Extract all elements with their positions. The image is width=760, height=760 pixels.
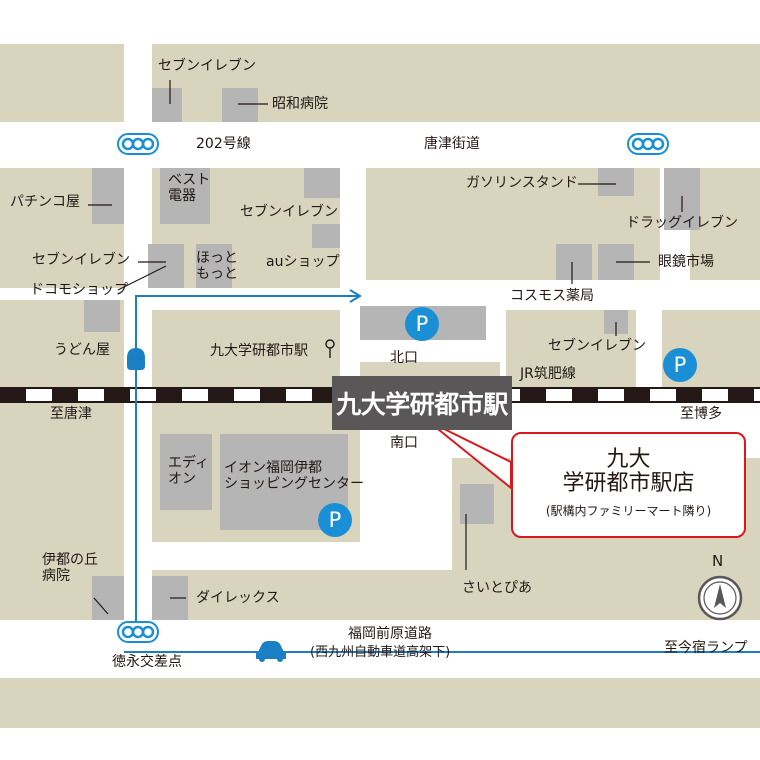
landmark-showa-hospital: 昭和病院: [272, 96, 328, 112]
landmark-udon: うどん屋: [54, 342, 110, 358]
landmark-hotto-motto: ほっと もっと: [196, 250, 238, 282]
best-denki-line1: ベスト: [168, 172, 211, 188]
south-exit-label: 南口: [390, 435, 418, 451]
best-denki-line2: 電器: [168, 188, 196, 205]
parking-icon: P: [318, 503, 352, 537]
road-label-fukuoka-maebaru: 福岡前原道路: [348, 626, 432, 642]
building-hotto-motto: [196, 244, 232, 288]
building-saitopia: [460, 484, 494, 524]
parking-icon: P: [663, 348, 697, 382]
landmark-seven-eleven-left: セブンイレブン: [32, 252, 130, 268]
landmark-seven-eleven-center: セブンイレブン: [240, 204, 338, 220]
landmark-au-shop: auショップ: [266, 254, 340, 270]
building-udon: [84, 300, 120, 332]
compass-icon: [697, 575, 743, 621]
city-block: [0, 44, 124, 122]
landmark-seven-eleven-top: セブンイレブン: [158, 58, 256, 74]
building-gas-station: [598, 168, 634, 196]
landmark-gas-station: ガソリンスタンド: [466, 175, 578, 191]
city-block: [152, 570, 760, 620]
building-itonooka: [92, 576, 124, 620]
eddy-on-line2: オン: [168, 471, 196, 488]
car-icon: [127, 348, 145, 370]
city-block: [690, 168, 760, 280]
building-cosmos: [556, 244, 592, 280]
signal-icon: [117, 621, 159, 643]
building-seven-eleven-center-2: [312, 224, 340, 248]
road-label-karatsu-kaido: 唐津街道: [424, 136, 480, 152]
direction-to-imajuku: 至今宿ランプ: [664, 640, 748, 656]
station-label: 九大学研都市駅: [210, 343, 308, 359]
signal-icon: [627, 133, 669, 155]
aeon-line2: ショッピングセンター: [224, 476, 364, 493]
building-seven-eleven-top: [152, 88, 182, 122]
car-icon: [256, 641, 286, 662]
itonooka-line1: 伊都の丘: [42, 552, 98, 568]
north-exit-label: 北口: [390, 350, 418, 366]
landmark-docomo: ドコモショップ: [30, 282, 128, 298]
landmark-eddy-on: エディ オン: [168, 455, 209, 487]
building-seven-eleven-center: [304, 168, 340, 198]
landmark-direx: ダイレックス: [196, 590, 280, 606]
shop-name-line2: 学研都市駅店: [562, 471, 695, 497]
parking-icon: P: [405, 307, 439, 341]
landmark-pachinko: パチンコ屋: [10, 194, 80, 210]
landmark-saitopia: さいとぴあ: [462, 580, 532, 596]
railway-line-label: JR筑肥線: [520, 366, 576, 382]
shop-note: (駅構内ファミリーマート隣り): [545, 504, 712, 519]
hotto-motto-line1: ほっと: [196, 250, 238, 266]
leader-lines: [88, 80, 683, 615]
compass-north-label: N: [712, 552, 724, 570]
building-best-denki: [160, 168, 210, 224]
eddy-on-line1: エディ: [168, 455, 210, 471]
road-label-202: 202号線: [196, 136, 251, 152]
landmark-megane-ichiba: 眼鏡市場: [658, 254, 714, 270]
hotto-motto-line2: もっと: [196, 266, 238, 283]
landmark-seven-eleven-right: セブンイレブン: [548, 338, 646, 354]
city-block: [152, 310, 340, 388]
station-pin-icon: [325, 339, 335, 358]
building-pachinko: [92, 168, 124, 224]
aeon-line1: イオン福岡伊都: [224, 460, 322, 476]
city-block: [0, 678, 760, 728]
itonooka-line2: 病院: [42, 568, 70, 585]
route-line: [124, 289, 760, 653]
station-name-box: 九大学研都市駅: [332, 376, 512, 430]
building-eddy-on: [160, 434, 212, 510]
road-label-fukuoka-maebaru-sub: (西九州自動車道高架下): [310, 645, 451, 660]
signal-icon: [117, 133, 159, 155]
shop-name-line1: 九大: [606, 447, 651, 472]
shop-callout: 九大 学研都市駅店 (駅構内ファミリーマート隣り): [511, 432, 746, 538]
landmark-aeon: イオン福岡伊都 ショッピングセンター: [224, 460, 364, 492]
building-showa-hospital: [222, 88, 258, 122]
direction-to-hakata: 至博多: [680, 406, 722, 422]
landmark-itonooka: 伊都の丘 病院: [42, 552, 98, 584]
landmark-best-denki: ベスト 電器: [168, 172, 210, 204]
intersection-tokunaga: 徳永交差点: [112, 654, 182, 670]
direction-to-karatsu: 至唐津: [50, 406, 92, 422]
landmark-cosmos: コスモス薬局: [510, 288, 594, 304]
landmark-drug-eleven: ドラッグイレブン: [626, 215, 738, 231]
